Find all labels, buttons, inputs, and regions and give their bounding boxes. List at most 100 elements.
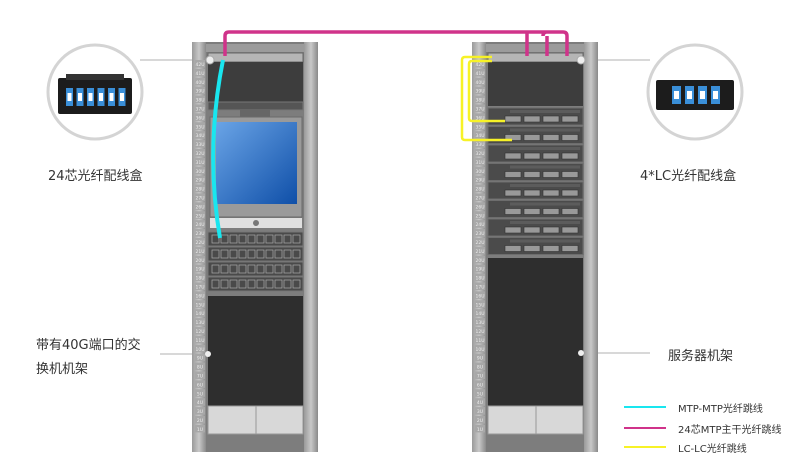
- rack-unit-label: 38U: [195, 98, 204, 104]
- rack-unit-cell: [475, 255, 485, 264]
- rack-unit-label: 2U: [477, 418, 483, 424]
- rack-unit-label: 20U: [475, 258, 484, 264]
- rack-unit-label: 13U: [195, 320, 204, 326]
- rack-unit-label: 32U: [195, 151, 204, 157]
- server-bezel: [510, 147, 580, 150]
- rack-unit-label: 24U: [475, 222, 484, 228]
- rack-unit-label: 15U: [195, 302, 204, 308]
- rack-unit-cell: [195, 104, 205, 112]
- rack-unit-cell: [475, 238, 485, 246]
- rack-unit-cell: [195, 318, 205, 326]
- switch-port: [211, 279, 220, 289]
- switch-port: [247, 234, 256, 244]
- rack-unit-cell: [195, 291, 205, 299]
- mtp-mtp-cable: [211, 59, 225, 239]
- rack-unit-label: 21U: [195, 249, 204, 255]
- server-bezel: [510, 165, 580, 169]
- rack-unit-cell: [195, 335, 205, 344]
- legend-mtp-mtp: MTP-MTP光纤跳线: [678, 404, 763, 415]
- rack-unit-label: 17U: [475, 285, 484, 291]
- label-server-rack: 服务器机架: [668, 349, 734, 364]
- rack-unit-cell: [195, 282, 205, 290]
- rack-unit-label: 6U: [197, 382, 203, 388]
- rack-unit-label: 26U: [195, 204, 204, 210]
- switch-port: [274, 279, 283, 289]
- rack-unit-cell: [195, 255, 205, 264]
- rack-unit-label: 16U: [475, 293, 484, 299]
- drive-bay: [561, 208, 579, 215]
- lc-port-ferrule: [67, 93, 72, 101]
- rack-unit-label: 36U: [475, 115, 484, 121]
- rack-unit-label: 3U: [477, 409, 483, 415]
- rack-unit-cell: [195, 86, 205, 95]
- rack-unit-label: 5U: [197, 391, 203, 397]
- drive-bay: [523, 245, 541, 252]
- drive-bay: [523, 189, 541, 197]
- rack-unit-label: 27U: [475, 196, 484, 202]
- rack-unit-label: 15U: [475, 302, 484, 308]
- rack-unit-cell: [195, 389, 205, 397]
- lc-port-ferrule: [88, 93, 93, 101]
- switch-unit: [207, 276, 304, 292]
- rack-unit-label: 1U: [197, 427, 203, 433]
- 24-core-enclosure-callout: [46, 43, 144, 141]
- lc-port-ferrule: [120, 93, 124, 101]
- switch-port: [229, 264, 238, 274]
- rack-unit-label: 1U: [477, 427, 483, 433]
- drive-bay: [504, 226, 522, 234]
- rack-unit-cell: [475, 77, 485, 86]
- switch-port: [229, 279, 238, 289]
- kvm-console: [209, 110, 303, 228]
- rack-unit-cell: [475, 68, 485, 77]
- rack-unit-label: 23U: [195, 231, 204, 237]
- rack-unit-cell: [195, 309, 205, 317]
- rack-unit-label: 7U: [477, 374, 483, 380]
- rack-unit-cell: [475, 175, 485, 184]
- rack-unit-label: 39U: [195, 89, 204, 95]
- rack-unit-cell: [195, 184, 205, 193]
- rack-unit-label: 4U: [477, 400, 483, 406]
- drive-bay: [561, 245, 579, 252]
- drive-bay: [561, 152, 579, 160]
- drive-bay: [542, 189, 560, 197]
- rack-unit-label: 42U: [195, 62, 204, 68]
- switch-port: [220, 249, 229, 259]
- rack-unit-label: 28U: [475, 187, 484, 193]
- rack-unit-cell: [475, 362, 485, 371]
- drive-bay: [561, 115, 579, 123]
- rack-unit-label: 22U: [195, 240, 204, 246]
- rack-unit-label: 41U: [195, 71, 204, 77]
- rack-unit-cell: [195, 300, 205, 308]
- rack-unit-cell: [475, 407, 485, 415]
- drive-bay: [542, 152, 560, 160]
- server-bezel: [510, 184, 580, 187]
- 40g-switches: [207, 231, 304, 292]
- rack-unit-cell: [195, 353, 205, 362]
- rack-unit-cell: [195, 238, 205, 246]
- rack-unit-label: 33U: [475, 142, 484, 148]
- rack-unit-label: 36U: [195, 115, 204, 121]
- drive-bay: [542, 171, 560, 178]
- rack-unit-cell: [195, 77, 205, 86]
- rack-unit-label: 8U: [477, 365, 483, 371]
- server-bezel: [510, 128, 580, 132]
- switch-port: [256, 279, 265, 289]
- rack-unit-label: 4U: [197, 400, 203, 406]
- rack-unit-cell: [475, 416, 485, 424]
- rack-unit-cell: [195, 407, 205, 415]
- rack-unit-cell: [475, 264, 485, 273]
- drive-bay: [523, 226, 541, 234]
- switch-unit: [207, 261, 304, 277]
- rack-unit-label: 16U: [195, 293, 204, 299]
- rack-unit-label: 19U: [195, 267, 204, 273]
- rack-unit-label: 6U: [477, 382, 483, 388]
- rack-unit-cell: [475, 371, 485, 379]
- drive-bay: [523, 134, 541, 141]
- rack-unit-label: 39U: [475, 89, 484, 95]
- switch-port: [265, 234, 274, 244]
- rack-unit-cell: [195, 371, 205, 379]
- drive-bay: [561, 189, 579, 197]
- switch-port: [211, 249, 220, 259]
- rack-unit-label: 2U: [197, 418, 203, 424]
- rack-unit-label: 24U: [195, 222, 204, 228]
